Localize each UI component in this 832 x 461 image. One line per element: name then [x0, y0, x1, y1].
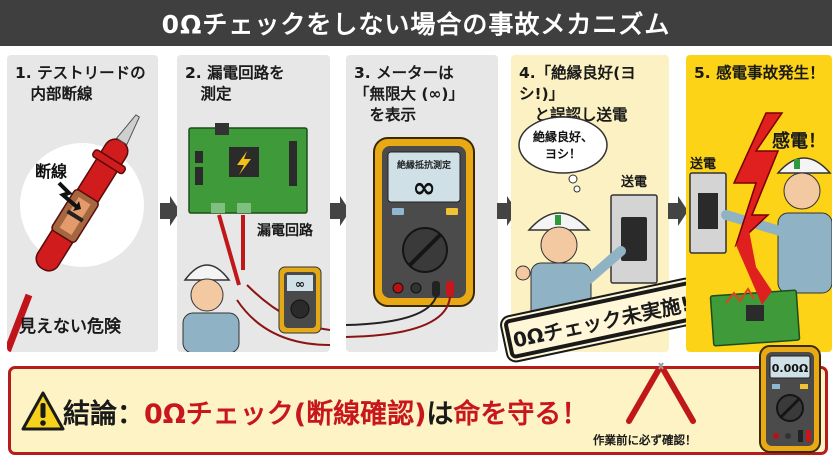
meter-display: ∞ [412, 171, 435, 204]
arrow-right-icon [668, 196, 688, 226]
step-title: 2. 漏電回路を 測定 [185, 64, 285, 103]
electric-shock-illustration [689, 112, 832, 347]
meter-mode-label: 絶縁抵抗測定 [397, 159, 452, 171]
step-panel-2: 2. 漏電回路を 測定 ∞ 漏電回路 [177, 55, 330, 352]
step-title: 3. メーターは 「無限大 (∞)」 を表示 [354, 64, 464, 124]
step-title: 1. テストリードの 内部断線 [15, 64, 146, 103]
conclusion-text: 結論：0Ωチェック(断線確認)は命を守る！ [63, 392, 588, 431]
break-callout: 断線 [35, 162, 67, 181]
conclusion-highlight-life: 命を守る！ [453, 399, 589, 430]
leakage-circuit-label: 漏電回路 [257, 223, 313, 239]
step-title: 5. 感電事故発生！ [694, 64, 825, 82]
conclusion-highlight-check: 0Ωチェック(断線確認) [144, 399, 427, 430]
arrow-right-icon [160, 196, 180, 226]
conclusion-prefix: 結論： [63, 399, 144, 430]
conclusion-banner: 結論：0Ωチェック(断線確認)は命を守る！ 作業前に必ず確認！ [8, 362, 828, 455]
thought-bubble-line2: ヨシ！ [545, 147, 581, 161]
step-panel-1: 1. テストリードの 内部断線 断線 見えない危険 [7, 55, 158, 352]
conclusion-middle: は [426, 399, 454, 430]
hidden-danger-caption: 見えない危険 [19, 317, 121, 337]
shock-shout: 感電！ [772, 131, 826, 152]
meter-display: ∞ [295, 277, 305, 291]
meter-display: 0.00Ω [772, 362, 809, 375]
power-on-label: 送電 [690, 157, 717, 172]
arrow-right-icon [330, 196, 350, 226]
multimeter-zero-ohm-illustration: 0.00Ω [759, 345, 821, 453]
warning-triangle-icon [21, 391, 65, 431]
test-lead-illustration: 断線 [7, 114, 144, 352]
power-on-label: 送電 [621, 175, 648, 190]
step-panel-5: 5. 感電事故発生！ 送電 感電！ [686, 55, 832, 352]
thought-bubble-line1: 絶縁良好、 [533, 129, 593, 144]
step-panel-3: 3. メーターは 「無限大 (∞)」 を表示 絶縁抵抗測定 ∞ [346, 55, 498, 352]
worker-switch-illustration: 絶縁良好、 ヨシ！ [515, 116, 658, 324]
multimeter-illustration: 絶縁抵抗測定 ∞ [346, 137, 475, 338]
page-title: 0Ωチェックをしない場合の事故メカニズム [0, 0, 832, 46]
circuit-measurement-illustration: ∞ [182, 123, 330, 352]
check-before-work-caption: 作業前に必ず確認！ [593, 433, 697, 447]
shorted-test-leads-illustration [626, 362, 696, 424]
